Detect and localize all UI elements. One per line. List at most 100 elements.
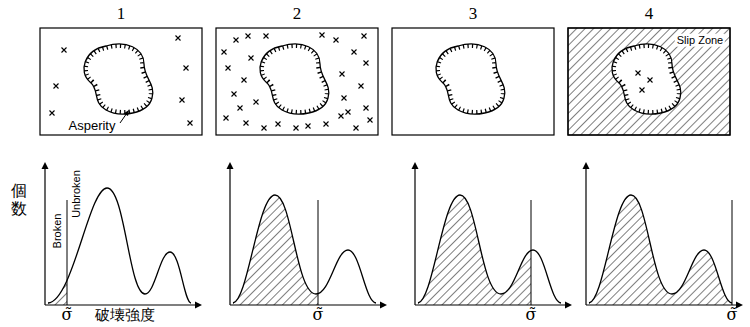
asperity-label: Asperity [69,119,116,134]
strength-graph-2-part [318,200,319,305]
panel-3-part [436,44,505,114]
strength-graph-2-part [229,168,230,305]
panel-2 [216,28,378,135]
strength-graph-3-part [412,162,419,169]
threshold-symbol: σ̃ [727,306,738,324]
strength-graph-2-part [233,195,318,305]
panel-2-part [346,110,351,115]
panel-2-part [264,34,269,39]
strength-graph-3-part [418,195,531,305]
panel-1-part [54,84,59,89]
panel-1-part [124,110,130,116]
panel-number: 2 [293,4,302,24]
axis-label: 個数 [11,182,27,217]
panel-3 [392,28,554,135]
panel-1-part [188,121,193,126]
panel-2-part [222,50,227,55]
strength-graph-1-part [48,188,67,305]
panel-1-part [176,36,181,41]
strength-graph-3-part [414,168,415,305]
strength-graph-3-part [531,200,532,305]
panel-2-part [249,56,254,61]
panel-4-part [612,44,681,114]
axis-label: 破壊強度 [95,307,155,324]
strength-graph-4-part [585,168,586,305]
panel-1-part [62,48,67,53]
threshold-symbol: σ̃ [313,306,324,324]
strength-graph-3 [412,162,573,309]
panel-number: 1 [117,4,126,24]
panel-4-part [568,28,730,135]
panel-4-part [640,88,645,93]
panel-2-part [254,100,259,105]
panel-4-part [636,71,641,76]
strength-graph-3-part [415,304,566,305]
strength-graph-2-part [233,195,376,303]
slip-zone-label: Slip Zone [675,34,725,47]
strength-graph-3-part [418,195,561,303]
strength-graph-4-part [589,195,732,305]
threshold-symbol: σ̃ [526,306,537,324]
panel-2-part [324,122,329,127]
strength-graph-4-part [589,195,732,303]
strength-graph-1-part [195,302,202,309]
panel-2-part [364,106,369,111]
panel-3-part [392,28,554,135]
strength-graph-1 [42,162,203,309]
panel-4-part [568,28,730,135]
panel-2-part [224,116,229,121]
strength-graph-4-part [583,162,590,169]
panel-number: 3 [469,4,478,24]
panel-2-part [362,34,367,39]
panel-2-part [216,28,378,135]
strength-graph-2-part [380,302,387,309]
panel-2-part [334,38,339,43]
panel-2-part [320,33,325,38]
panel-2-part [262,126,267,131]
strength-graph-2-part [227,162,234,169]
strength-graph-1-part [48,188,191,303]
panel-4 [568,28,730,135]
panel-4-part [648,78,653,83]
curve-label: Unbroken [70,170,83,218]
panel-2-part [242,78,247,83]
panel-2-part [232,92,237,97]
panel-2-part [244,121,249,126]
panel-2-part [342,96,347,101]
panel-1-part [180,98,185,103]
strength-graph-1-part [44,168,45,305]
panel-2-part [364,61,369,66]
panel-2-part [238,106,243,111]
strength-graph-1-part [67,200,68,305]
panel-2-part [368,118,373,123]
panel-1 [40,28,202,135]
panel-1-part [184,66,189,71]
panel-4-part [568,28,730,135]
panel-2-part [340,72,345,77]
strength-graph-2 [227,162,388,309]
panel-1-part [40,28,202,135]
panel-2-part [226,66,231,71]
panel-2-part [234,38,239,43]
strength-graph-1-part [42,162,49,169]
threshold-symbol: σ̃ [62,306,73,324]
panel-2-part [294,126,299,131]
panel-number: 4 [645,4,654,24]
strength-graph-4-part [586,304,737,305]
curve-label: Broken [51,214,64,249]
panel-2-part [359,84,364,89]
panel-2-part [246,34,251,39]
panel-1-part [50,111,55,116]
panel-1-part [84,44,153,114]
panel-2-part [306,124,311,129]
strength-graph-2-part [230,304,381,305]
panel-2-part [260,44,329,114]
strength-graph-3-part [565,302,572,309]
strength-graph-4 [583,162,744,309]
panel-2-part [352,50,357,55]
panel-2-part [339,114,344,119]
strength-graph-4-part [732,200,733,305]
panel-2-part [354,126,359,131]
